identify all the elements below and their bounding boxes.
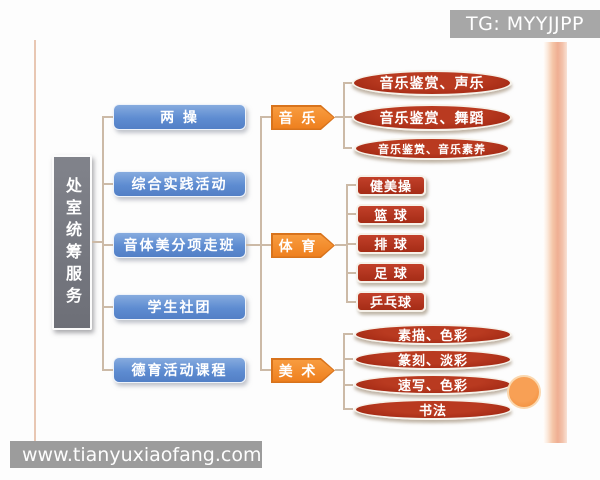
connector-level1-bracket — [102, 116, 104, 371]
connector-level1-stub-1 — [102, 116, 113, 118]
connector-zouban-stub — [246, 244, 261, 246]
connector-root-stub — [92, 241, 103, 243]
connector-art-out — [335, 369, 344, 371]
connector-sports-child-stub-1 — [346, 184, 356, 186]
category-tag-art-label: 美 术 — [272, 359, 334, 382]
level1-box-xuesheng-shetuan: 学生社团 — [113, 294, 246, 320]
connector-level1-stub-5 — [102, 369, 113, 371]
connector-music-bracket — [343, 82, 345, 149]
connector-art-stub — [260, 369, 271, 371]
sports-node-lanqiu: 篮 球 — [356, 204, 426, 225]
connector-level1-stub-2 — [102, 183, 113, 185]
connector-art-child-stub-1 — [343, 333, 353, 335]
sports-node-zuqiu: 足 球 — [356, 262, 426, 283]
connector-art-bracket — [343, 333, 345, 410]
connector-sports-child-stub-4 — [346, 272, 356, 274]
sports-node-pingpang: 乒乓球 — [356, 291, 426, 312]
category-tag-music: 音 乐 — [271, 105, 335, 130]
connector-music-stub — [260, 116, 271, 118]
sports-node-jianmeicao: 健美操 — [356, 175, 426, 196]
connector-sports-child-stub-3 — [346, 243, 356, 245]
sports-node-paiqiu: 排 球 — [356, 233, 426, 254]
level1-box-liangcao: 两 操 — [113, 104, 246, 130]
watermark-url: www.tianyuxiaofang.com — [10, 441, 262, 468]
accent-circle — [507, 375, 541, 409]
connector-art-child-stub-4 — [343, 408, 353, 410]
connector-music-child-stub-3 — [343, 147, 352, 149]
root-node: 处室统筹服务 — [52, 155, 92, 330]
connector-level1-stub-3 — [102, 244, 113, 246]
connector-sports-out — [335, 244, 347, 246]
connector-art-child-stub-2 — [343, 358, 353, 360]
category-tag-music-label: 音 乐 — [272, 106, 334, 129]
category-tag-sports-label: 体 育 — [272, 234, 334, 257]
music-node-wudao: 音乐鉴赏、舞蹈 — [352, 104, 512, 131]
connector-sports-child-stub-2 — [346, 213, 356, 215]
right-decorative-bar — [543, 42, 567, 443]
connector-art-child-stub-3 — [343, 384, 353, 386]
music-node-suyang: 音乐鉴赏、音乐素养 — [354, 137, 510, 160]
connector-category-bracket — [260, 116, 262, 371]
card-left-border-line — [34, 40, 36, 443]
music-node-shengyue: 音乐鉴赏、声乐 — [352, 70, 512, 96]
tg-badge: TG: MYYJJPP — [450, 10, 600, 38]
connector-music-child-stub-1 — [343, 82, 352, 84]
level1-box-yintimei-zouban: 音体美分项走班 — [113, 232, 246, 258]
level1-box-zonghe-shijian: 综合实践活动 — [113, 171, 246, 197]
connector-music-child-stub-2 — [343, 116, 352, 118]
connector-level1-stub-4 — [102, 306, 113, 308]
connector-sports-child-stub-5 — [346, 301, 356, 303]
art-node-suxie: 速写、色彩 — [354, 374, 512, 395]
connector-sports-stub — [260, 244, 271, 246]
level1-box-deyu-huodong: 德育活动课程 — [113, 357, 246, 383]
art-node-zhuanke: 篆刻、淡彩 — [354, 349, 512, 370]
category-tag-art: 美 术 — [271, 358, 335, 383]
art-node-sumiao: 素描、色彩 — [354, 324, 512, 345]
art-node-shufa: 书法 — [354, 399, 512, 420]
category-tag-sports: 体 育 — [271, 233, 335, 258]
connector-music-out — [335, 116, 344, 118]
